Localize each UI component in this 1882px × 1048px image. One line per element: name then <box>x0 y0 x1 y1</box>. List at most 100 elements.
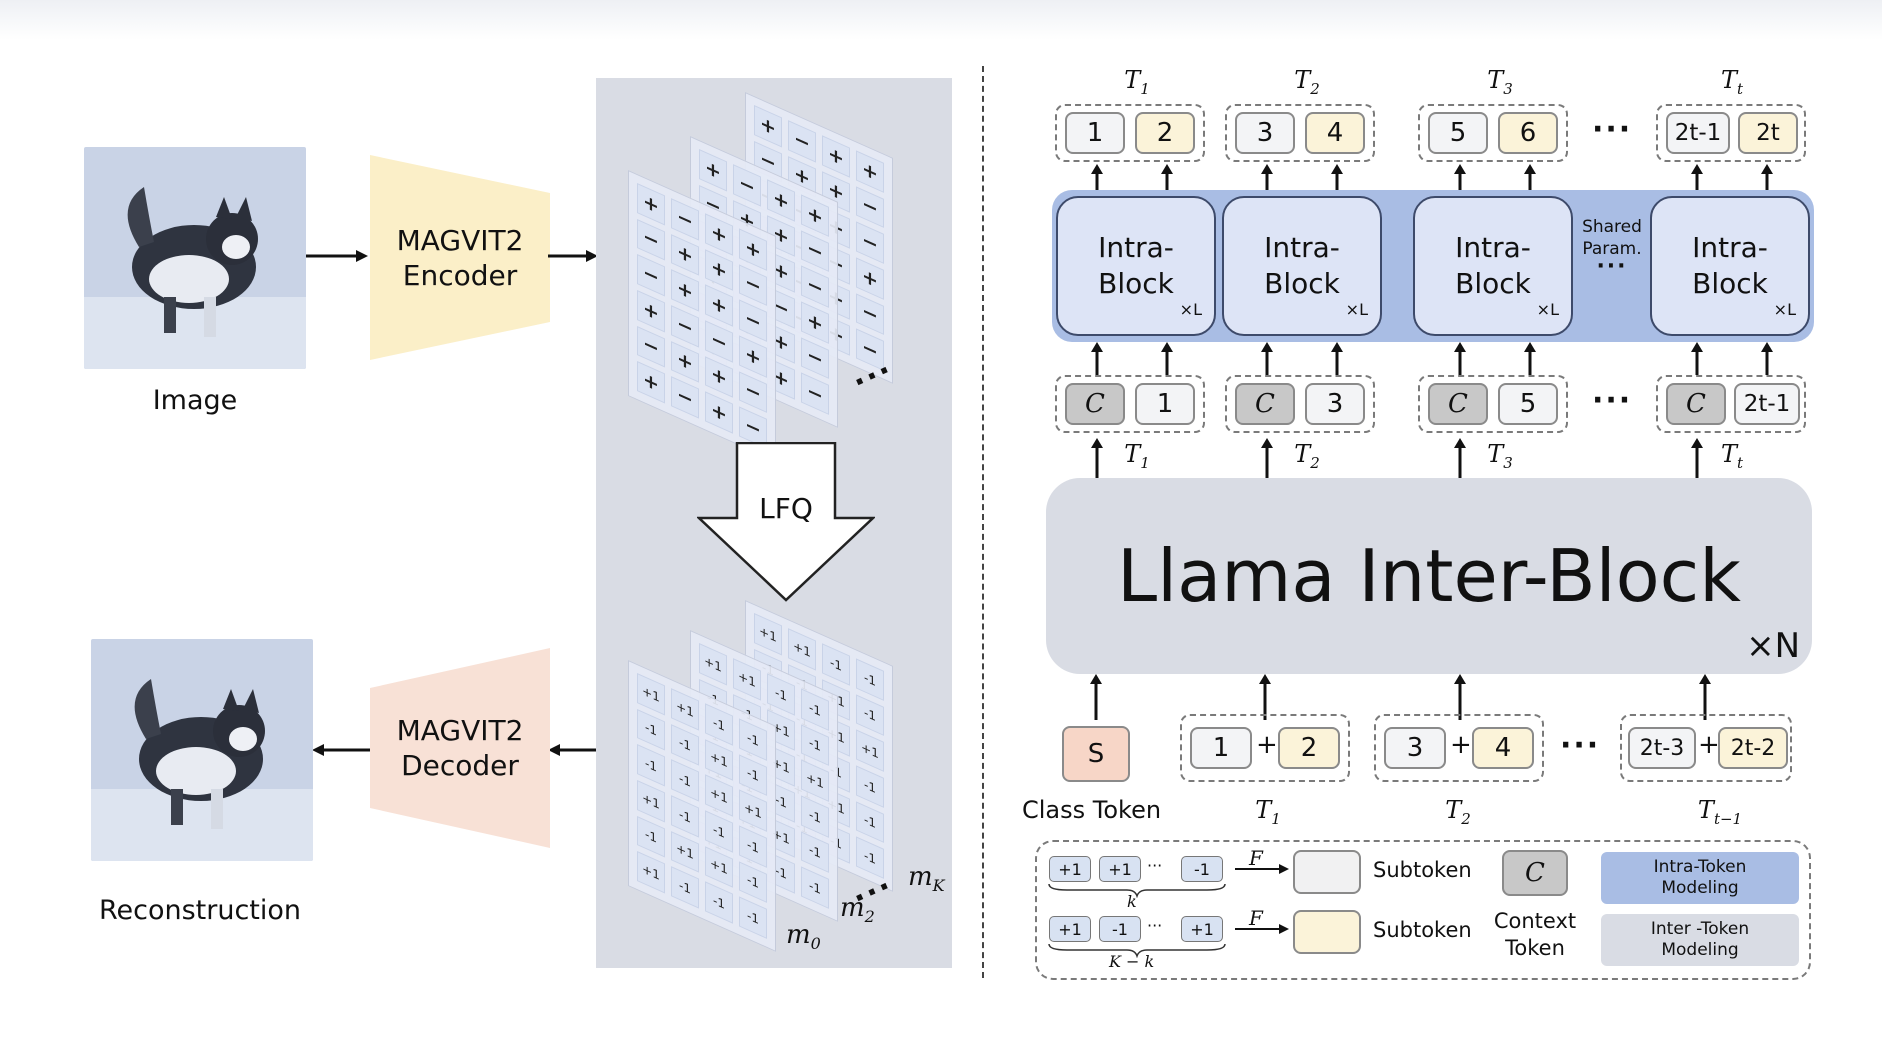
decoder-block: MAGVIT2 Decoder <box>370 648 550 848</box>
code-label-mk: mK <box>908 862 945 895</box>
grid-cell: − <box>671 376 699 419</box>
grid-cell: -1 <box>637 744 665 787</box>
grid-cell: + <box>705 355 733 399</box>
top-token: 4 <box>1305 112 1365 154</box>
legend-arrow-1 <box>1235 864 1289 874</box>
top-shade <box>0 0 1882 40</box>
class-token: S <box>1062 726 1130 782</box>
inter-block-repeat: ×N <box>1746 626 1800 666</box>
arrow-decoder-to-reconstruction <box>312 744 370 756</box>
intra-block-1-label: Intra-Block <box>1098 230 1174 302</box>
arrow-intra-to-top-token-head <box>1091 164 1103 174</box>
mid-label-t1-letter: T <box>1124 440 1141 468</box>
mid-label-t2-sub: 2 <box>1310 453 1320 472</box>
class-token-caption: Class Token <box>1022 796 1162 824</box>
grid-cell: − <box>788 120 816 163</box>
mid-label-t2-letter: T <box>1294 440 1311 468</box>
grid-cell: +1 <box>637 779 665 823</box>
grid-cell: -1 <box>856 694 884 737</box>
arrow-mid-to-intra-block-head <box>1161 342 1173 352</box>
legend-brace-kk-label: K − k <box>1109 952 1155 971</box>
input-image <box>84 147 306 369</box>
legend-mini-token: +1 <box>1049 916 1091 942</box>
bottom-label-tt1-sub: t−1 <box>1713 809 1743 828</box>
encoder-label: MAGVIT2 Encoder <box>397 223 524 293</box>
encoder-label-line1: MAGVIT2 <box>396 223 524 257</box>
grid-cell: -1 <box>637 815 665 858</box>
context-token: C <box>1065 383 1125 425</box>
top-label-tt-letter: T <box>1720 66 1737 94</box>
top-token-group-3: 5 6 <box>1418 104 1568 162</box>
grid-cell: -1 <box>801 795 829 838</box>
grid-cell: -1 <box>767 673 795 716</box>
mid-token: 1 <box>1135 383 1195 425</box>
plus-sign: + <box>1450 730 1472 760</box>
grid-cell: +1 <box>788 628 816 671</box>
mid-label-t3: T3 <box>1460 440 1540 472</box>
mid-token: 2t-1 <box>1734 383 1800 425</box>
grid-cell: − <box>637 325 665 368</box>
top-token: 3 <box>1235 112 1295 154</box>
arrow-inter-to-mid-token-head <box>1091 438 1103 448</box>
plus-sign: + <box>1256 730 1278 760</box>
bottom-ellipsis: ··· <box>1560 728 1601 763</box>
encoder-label-line2: Encoder <box>402 258 518 292</box>
legend-inter-line1: Inter -Token <box>1650 919 1750 939</box>
lfq-arrow: LFQ <box>697 442 875 602</box>
arrow-intra-to-top-token-head <box>1454 164 1466 174</box>
legend: +1 +1 ··· -1 k F Subtoken +1 -1 ··· +1 K… <box>1035 840 1811 980</box>
grid-cell: -1 <box>739 718 767 761</box>
legend-arrow-2 <box>1235 924 1289 934</box>
grid-cell: +1 <box>705 738 733 782</box>
grid-cell: -1 <box>822 643 850 686</box>
intra-block-t-label: Intra-Block <box>1692 230 1768 302</box>
mid-label-tt-sub: t <box>1736 453 1744 472</box>
grid-cell: +1 <box>705 774 733 817</box>
top-label-tt: Tt <box>1692 66 1772 98</box>
shared-param-ellipsis: ··· <box>1596 254 1628 279</box>
mid-label-t3-letter: T <box>1487 440 1504 468</box>
top-label-t1-sub: 1 <box>1140 79 1150 98</box>
bottom-token: 1 <box>1190 727 1252 769</box>
reconstruction-image <box>91 639 313 861</box>
grid-cell: -1 <box>637 708 665 751</box>
grid-cell: -1 <box>671 866 699 909</box>
grid-cell: +1 <box>637 851 665 894</box>
grid-cell: + <box>705 213 733 256</box>
grid-cell: − <box>856 186 884 229</box>
arrow-mid-to-intra-block-head <box>1524 342 1536 352</box>
top-label-t3: T3 <box>1460 66 1540 98</box>
legend-mini-token: -1 <box>1181 856 1223 882</box>
grid-cell: +1 <box>801 759 829 802</box>
top-label-t3-sub: 3 <box>1503 79 1513 98</box>
arrow-mid-to-intra-block-head <box>1091 342 1103 352</box>
legend-subtoken-grey <box>1293 850 1361 894</box>
bottom-token: 4 <box>1472 727 1534 769</box>
grid-cell: − <box>637 218 665 261</box>
shared-param-line1: Shared <box>1582 217 1642 237</box>
grid-cell: + <box>739 228 767 271</box>
legend-inter-line2: Modeling <box>1661 940 1739 960</box>
grid-cell: -1 <box>801 866 829 909</box>
intra-block-t: Intra-Block ×L <box>1650 196 1810 336</box>
arrow-inter-to-mid-token-head <box>1691 438 1703 448</box>
legend-mini-token: -1 <box>1099 916 1141 942</box>
grid-cell: -1 <box>671 723 699 766</box>
top-token-group-t: 2t-1 2t <box>1656 104 1806 162</box>
grid-cell: + <box>739 335 767 378</box>
bottom-label-t2-sub: 2 <box>1461 809 1471 828</box>
grid-cell: − <box>856 221 884 264</box>
top-label-t1-letter: T <box>1124 66 1141 94</box>
top-label-t2-letter: T <box>1294 66 1311 94</box>
arrow-input-to-inter-block-head <box>1699 674 1711 684</box>
intra-block-label-line2: Block <box>1264 267 1340 300</box>
bottom-token-group-t: 2t-3 + 2t-2 <box>1620 714 1792 782</box>
legend-subtoken-cream <box>1293 910 1361 954</box>
encoder-shape <box>370 155 550 360</box>
intra-block-3-label: Intra-Block <box>1455 230 1531 302</box>
llama-inter-block-label: Llama Inter-Block <box>1117 534 1741 618</box>
legend-context-label: Context Token <box>1485 908 1585 962</box>
grid-cell: + <box>699 149 727 192</box>
mid-ellipsis: ··· <box>1592 383 1633 418</box>
